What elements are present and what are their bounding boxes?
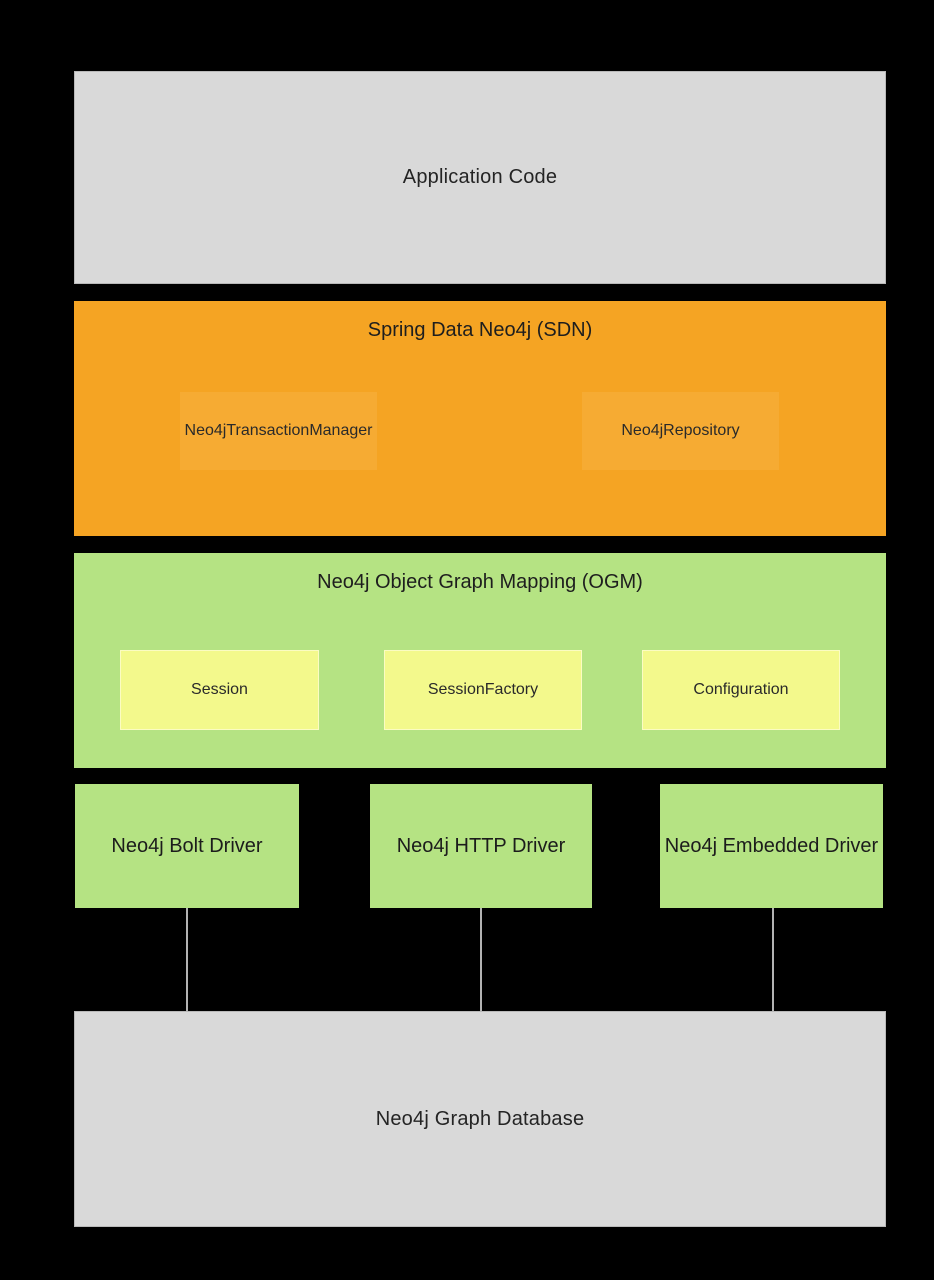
ogm-layer-box: Neo4j Object Graph Mapping (OGM) Session…	[74, 553, 886, 768]
http-driver-label: Neo4j HTTP Driver	[396, 834, 566, 857]
http-driver-connector-line	[480, 908, 482, 1012]
neo4j-transaction-manager-box: Neo4jTransactionManager	[180, 392, 377, 470]
application-code-box: Application Code	[74, 71, 886, 284]
neo4j-repository-label: Neo4jRepository	[621, 422, 740, 439]
graph-database-box: Neo4j Graph Database	[74, 1011, 886, 1227]
session-factory-label: SessionFactory	[427, 681, 539, 698]
session-box: Session	[120, 650, 319, 730]
neo4j-repository-box: Neo4jRepository	[582, 392, 779, 470]
bolt-driver-label: Neo4j Bolt Driver	[111, 834, 263, 857]
configuration-label: Configuration	[693, 681, 789, 698]
session-label: Session	[191, 681, 248, 698]
http-driver-box: Neo4j HTTP Driver	[370, 784, 592, 908]
embedded-driver-label: Neo4j Embedded Driver	[664, 834, 879, 857]
bolt-driver-connector-line	[186, 908, 188, 1012]
ogm-layer-title: Neo4j Object Graph Mapping (OGM)	[317, 571, 643, 593]
session-factory-box: SessionFactory	[384, 650, 582, 730]
sdn-layer-title: Spring Data Neo4j (SDN)	[367, 319, 593, 341]
application-code-label: Application Code	[402, 166, 558, 188]
sdn-layer-box: Spring Data Neo4j (SDN) Neo4jTransaction…	[74, 301, 886, 536]
graph-database-label: Neo4j Graph Database	[375, 1107, 585, 1130]
neo4j-transaction-manager-label: Neo4jTransactionManager	[184, 422, 373, 439]
configuration-box: Configuration	[642, 650, 840, 730]
embedded-driver-box: Neo4j Embedded Driver	[660, 784, 883, 908]
embedded-driver-connector-line	[772, 908, 774, 1012]
bolt-driver-box: Neo4j Bolt Driver	[75, 784, 299, 908]
